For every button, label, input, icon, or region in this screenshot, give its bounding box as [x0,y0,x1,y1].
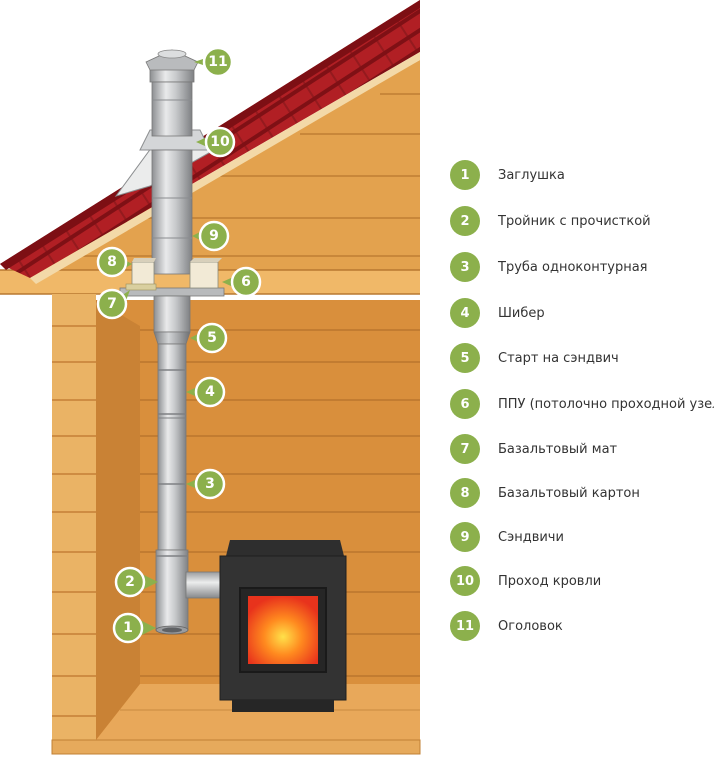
svg-text:1: 1 [123,620,133,636]
legend-label-2: Тройник с прочисткой [498,213,651,229]
callout-9: 9 [192,220,230,252]
legend-item-2: 2 Тройник с прочисткой [450,206,651,236]
legend-label-5: Старт на сэндвич [498,350,619,366]
callout-2: 2 [114,566,158,598]
legend-label-4: Шибер [498,305,545,321]
callout-3: 3 [186,468,226,500]
svg-text:4: 4 [205,384,215,400]
callout-1: 1 [112,612,156,644]
floor-sill [51,739,421,755]
callout-4: 4 [186,376,226,408]
callout-5: 5 [190,322,228,354]
legend-item-9: 9 Сэндвичи [450,522,564,552]
legend-label-7: Базальтовый мат [498,441,618,457]
interior-left-wall [96,300,140,740]
legend-badge-6: 6 [450,389,480,419]
callout-7: 7 [96,288,130,320]
legend-badge-9: 9 [450,522,480,552]
legend-badge-3: 3 [450,252,480,282]
stove [219,540,347,712]
legend-item-6: 6 ППУ (потолочно проходной узел) [450,389,714,419]
svg-text:7: 7 [107,296,117,312]
legend-item-3: 3 Труба одноконтурная [450,252,648,282]
legend-item-10: 10 Проход кровли [450,566,601,596]
svg-text:2: 2 [125,574,135,590]
legend-item-7: 7 Базальтовый мат [450,434,617,464]
legend-item-11: 11 Оголовок [450,611,563,641]
legend-item-1: 1 Заглушка [450,160,565,190]
legend-item-5: 5 Старт на сэндвич [450,343,619,373]
legend-item-8: 8 Базальтовый картон [450,478,640,508]
legend-label-10: Проход кровли [498,573,602,589]
callout-11: 11 [194,46,234,78]
legend-label-8: Базальтовый картон [498,485,640,501]
svg-text:6: 6 [241,274,251,290]
legend-badge-2: 2 [450,206,480,236]
ceiling-insulation [125,258,222,291]
legend-badge-10: 10 [450,566,480,596]
svg-text:10: 10 [210,134,230,150]
legend-badge-7: 7 [450,434,480,464]
legend-item-4: 4 Шибер [450,298,545,328]
chimney-pipe [119,49,227,635]
legend-badge-1: 1 [450,160,480,190]
svg-text:8: 8 [107,254,117,270]
legend-label-11: Оголовок [498,618,563,634]
callout-8: 8 [96,246,132,278]
svg-text:9: 9 [209,228,219,244]
callout-10: 10 [196,126,236,158]
legend-label-9: Сэндвичи [498,529,564,545]
outer-left-wall [52,294,96,750]
legend-label-6: ППУ (потолочно проходной узел) [498,396,714,412]
legend-badge-11: 11 [450,611,480,641]
callout-6: 6 [222,266,262,298]
legend-badge-8: 8 [450,478,480,508]
svg-text:3: 3 [205,476,215,492]
legend-badge-4: 4 [450,298,480,328]
legend-badge-5: 5 [450,343,480,373]
stove-fire-window [248,596,318,664]
svg-text:11: 11 [208,54,227,70]
svg-text:5: 5 [207,330,217,346]
legend-label-1: Заглушка [498,167,565,183]
basalt-mat [125,283,157,291]
legend-label-3: Труба одноконтурная [498,259,648,275]
